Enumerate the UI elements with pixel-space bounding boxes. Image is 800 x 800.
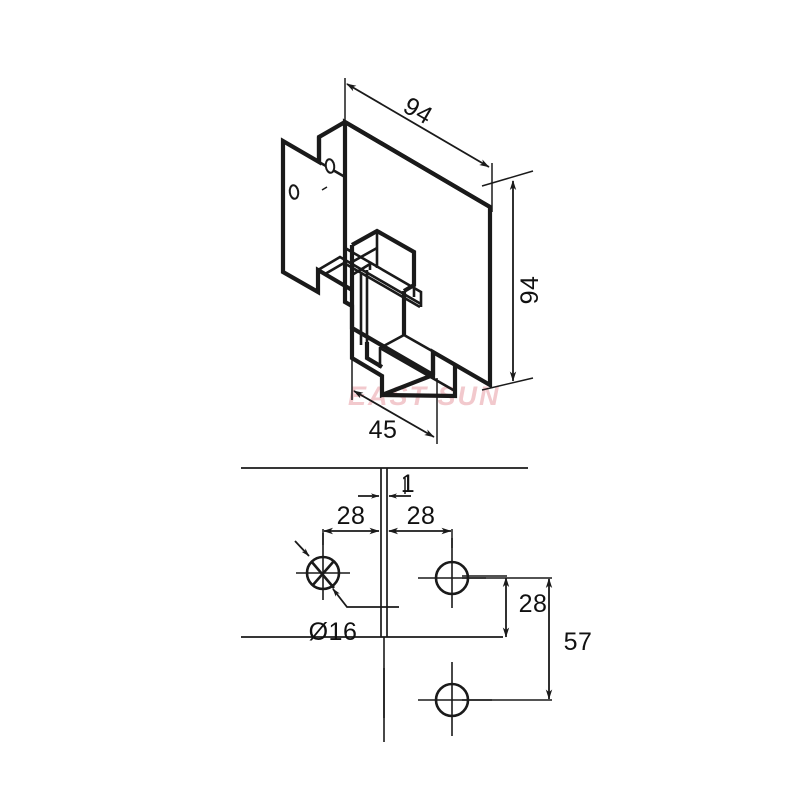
hole-pattern-view: Ø16 1 xyxy=(241,467,593,742)
dim-label-height-94: 94 xyxy=(516,276,544,305)
dimension-gap-1: 1 xyxy=(358,470,415,499)
dimension-vertical-28: 28 xyxy=(462,575,548,638)
left-wing-bottom-edge xyxy=(282,270,319,294)
jaw-base-left xyxy=(364,342,384,369)
plate-top-edge xyxy=(343,120,492,209)
dimension-height-94: 94 xyxy=(481,170,544,391)
jaw-front-top xyxy=(350,228,417,293)
dim-label-vertical-28: 28 xyxy=(519,590,548,618)
dimension-right-28: 28 xyxy=(388,502,453,548)
hole-right-lower-group xyxy=(418,662,492,736)
jaw-to-plate-link xyxy=(454,362,491,387)
ext-line-94-right-top xyxy=(481,170,534,187)
jaw-lower-outline xyxy=(349,328,434,399)
dim-line-45 xyxy=(353,390,435,438)
dim-label-hole-diameter: Ø16 xyxy=(309,618,358,646)
dimension-vertical-57: 57 xyxy=(462,577,593,701)
dimension-depth-45: 45 xyxy=(351,353,438,444)
dim-label-right-28: 28 xyxy=(407,502,436,530)
hole-diameter-leader xyxy=(332,588,399,608)
channel-floor-upper xyxy=(317,255,422,306)
hole-left-group: Ø16 xyxy=(294,533,399,646)
jaw-front-small-step xyxy=(351,246,378,264)
dim-label-vertical-57: 57 xyxy=(564,628,593,656)
dim-label-width-94: 94 xyxy=(399,92,438,131)
screw-hole-inner xyxy=(324,158,336,174)
dim-label-depth-45: 45 xyxy=(369,416,398,444)
wing-inner-wall xyxy=(318,160,347,302)
dim-line-94-top xyxy=(346,83,490,168)
hole-right-upper-group xyxy=(418,538,486,608)
dimension-left-28: 28 xyxy=(322,502,380,545)
jaw-base-bottom-edge xyxy=(379,346,456,393)
dimension-width-94: 94 xyxy=(344,78,493,212)
hole-left-pointer-arrow xyxy=(294,540,310,557)
dim-label-gap-1: 1 xyxy=(401,470,415,498)
dim-label-left-28: 28 xyxy=(337,502,366,530)
ext-line-94-right-bottom xyxy=(481,377,534,391)
jaw-base-top-edge xyxy=(403,333,456,366)
hole-left-countersink-slash-2 xyxy=(311,560,335,587)
jaw-front-step-2 xyxy=(351,261,372,277)
surface-tick-mark xyxy=(321,186,328,191)
channel-floor-upper-2 xyxy=(324,261,421,309)
screw-hole-outer xyxy=(288,184,300,200)
